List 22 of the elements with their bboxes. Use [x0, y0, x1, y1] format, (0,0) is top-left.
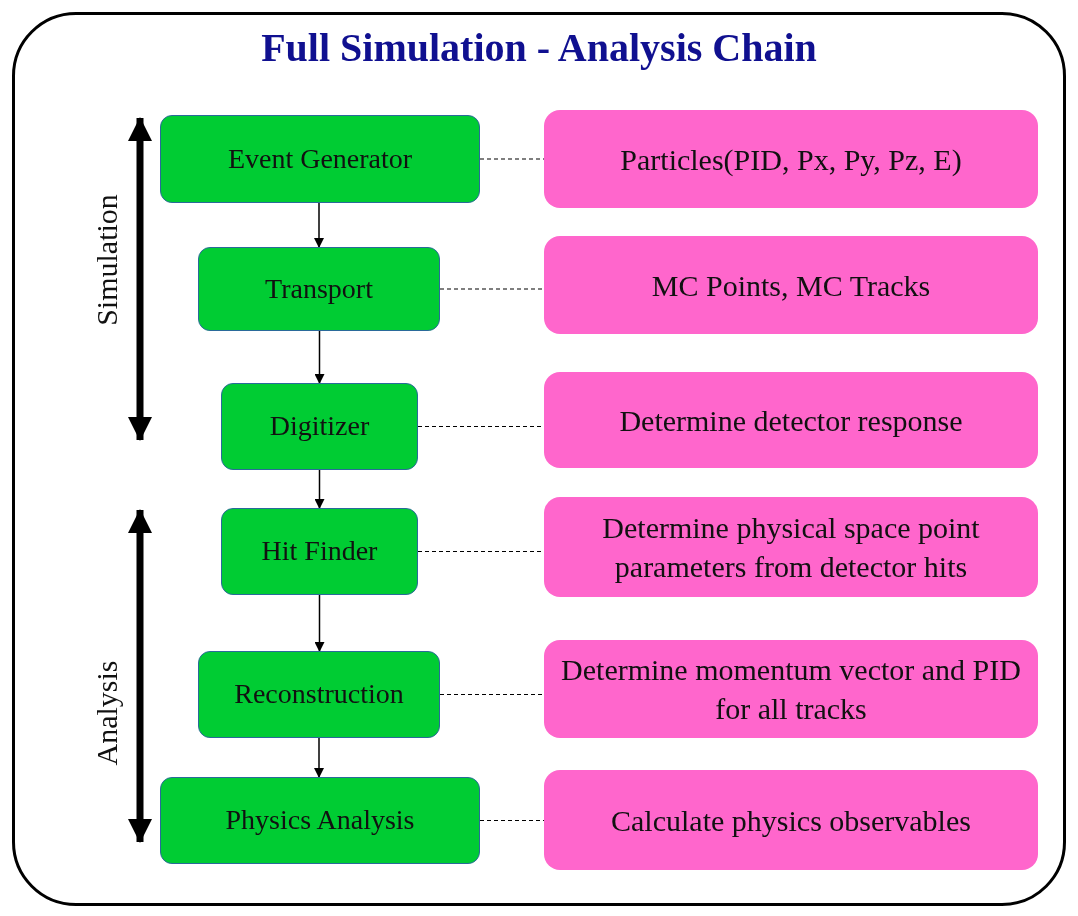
- process-box: Hit Finder: [221, 508, 418, 595]
- phase-label: Analysis: [90, 660, 124, 766]
- process-box: Physics Analysis: [160, 777, 480, 864]
- title: Full Simulation - Analysis Chain: [260, 24, 818, 71]
- process-box: Transport: [198, 247, 440, 331]
- phase-label: Simulation: [90, 194, 124, 326]
- dashed-connector: [439, 693, 545, 696]
- output-box: Calculate physics observables: [544, 770, 1038, 870]
- dashed-connector: [439, 288, 545, 290]
- arrow: [314, 737, 324, 778]
- process-box: Event Generator: [160, 115, 480, 203]
- output-box: Determine detector response: [544, 372, 1038, 468]
- arrow: [314, 330, 325, 384]
- arrow: [314, 594, 325, 652]
- output-box: MC Points, MC Tracks: [544, 236, 1038, 334]
- output-box: Determine physical space point parameters from detector hits: [544, 497, 1038, 597]
- output-box: Particles(PID, Px, Py, Pz, E): [544, 110, 1038, 208]
- process-box: Digitizer: [221, 383, 418, 470]
- output-box: Determine momentum vector and PID for all tracks: [544, 640, 1038, 738]
- process-box: Reconstruction: [198, 651, 440, 738]
- arrow: [314, 469, 325, 509]
- arrow: [314, 202, 324, 248]
